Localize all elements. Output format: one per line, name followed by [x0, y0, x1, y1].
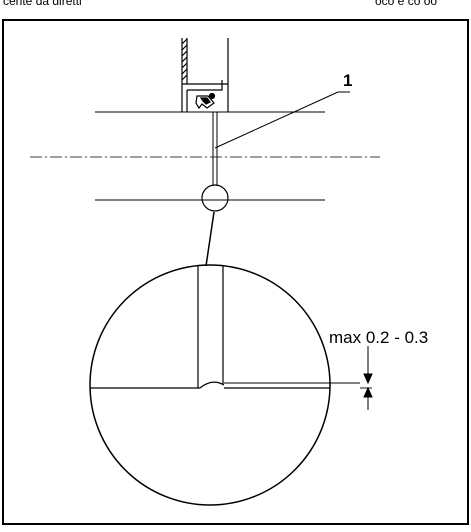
detail-marker-circle: [201, 184, 229, 212]
header-right-text: oco e co oo: [375, 0, 437, 8]
header-left-text: cente da diretti: [3, 0, 82, 8]
enlarged-detail-view: [89, 264, 360, 506]
callout-leader-line: [214, 91, 339, 149]
housing-wall: [181, 38, 229, 112]
drawing-frame: [2, 19, 469, 525]
detail-connector-line: [205, 211, 215, 267]
callout-number: 1: [343, 71, 352, 90]
dimension-arrows: [360, 346, 373, 410]
measurement-label: max 0.2 - 0.3: [329, 328, 428, 347]
seal-lip: [195, 92, 216, 110]
